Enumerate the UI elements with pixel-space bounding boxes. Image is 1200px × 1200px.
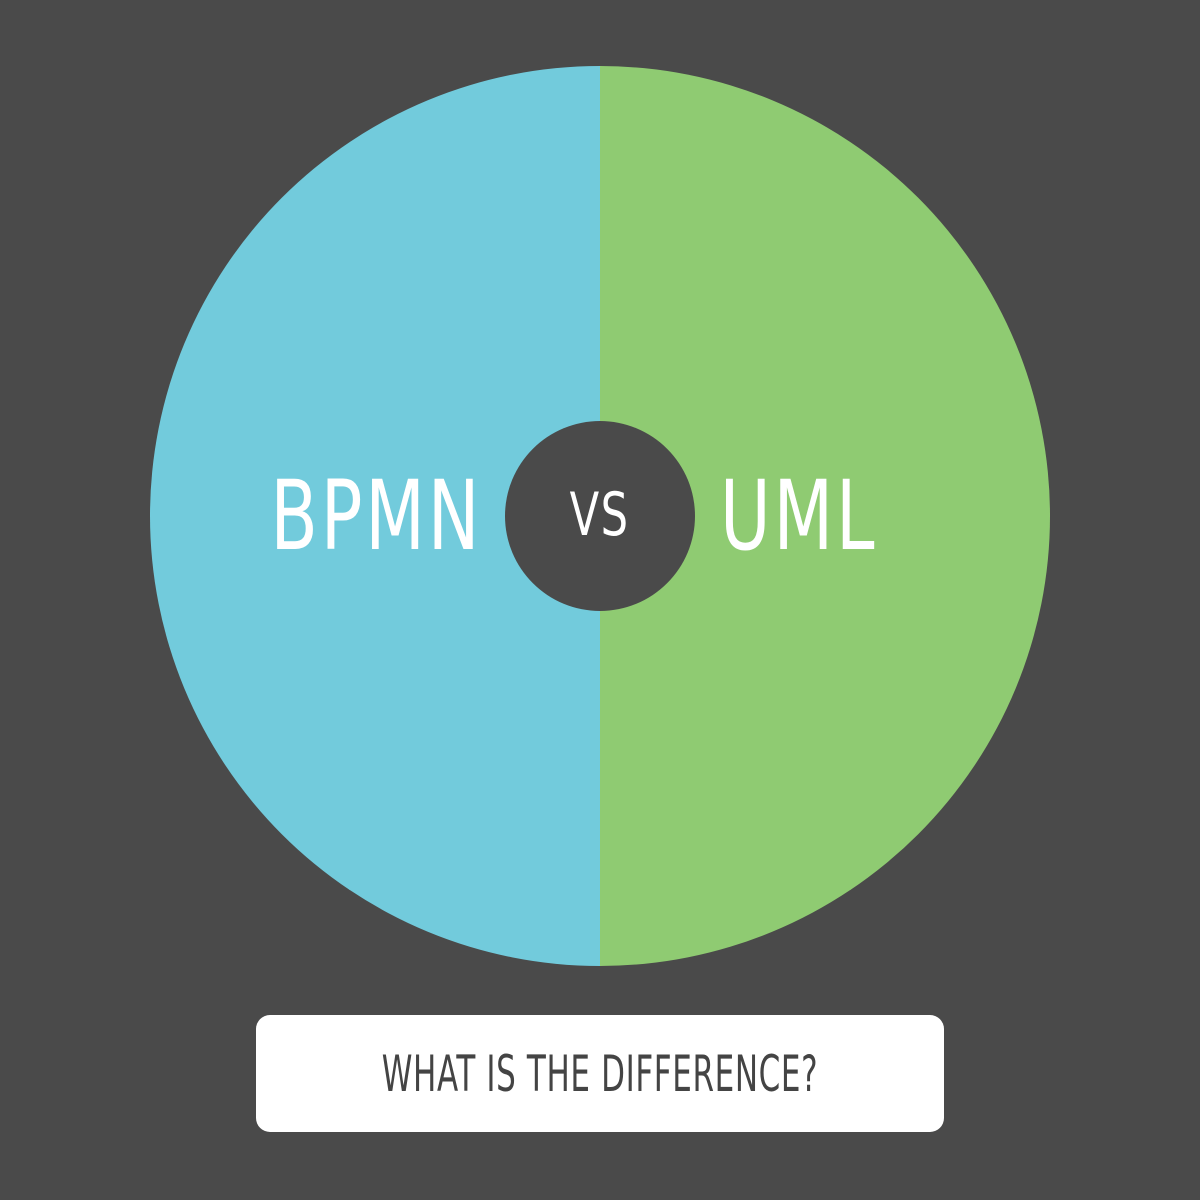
question-box: WHAT IS THE DIFFERENCE? bbox=[256, 1015, 944, 1132]
vs-badge: VS bbox=[505, 421, 695, 611]
question-text: WHAT IS THE DIFFERENCE? bbox=[381, 1044, 819, 1103]
vs-text: VS bbox=[570, 480, 630, 550]
bpmn-label: BPMN bbox=[270, 460, 482, 572]
uml-label: UML bbox=[720, 460, 878, 572]
